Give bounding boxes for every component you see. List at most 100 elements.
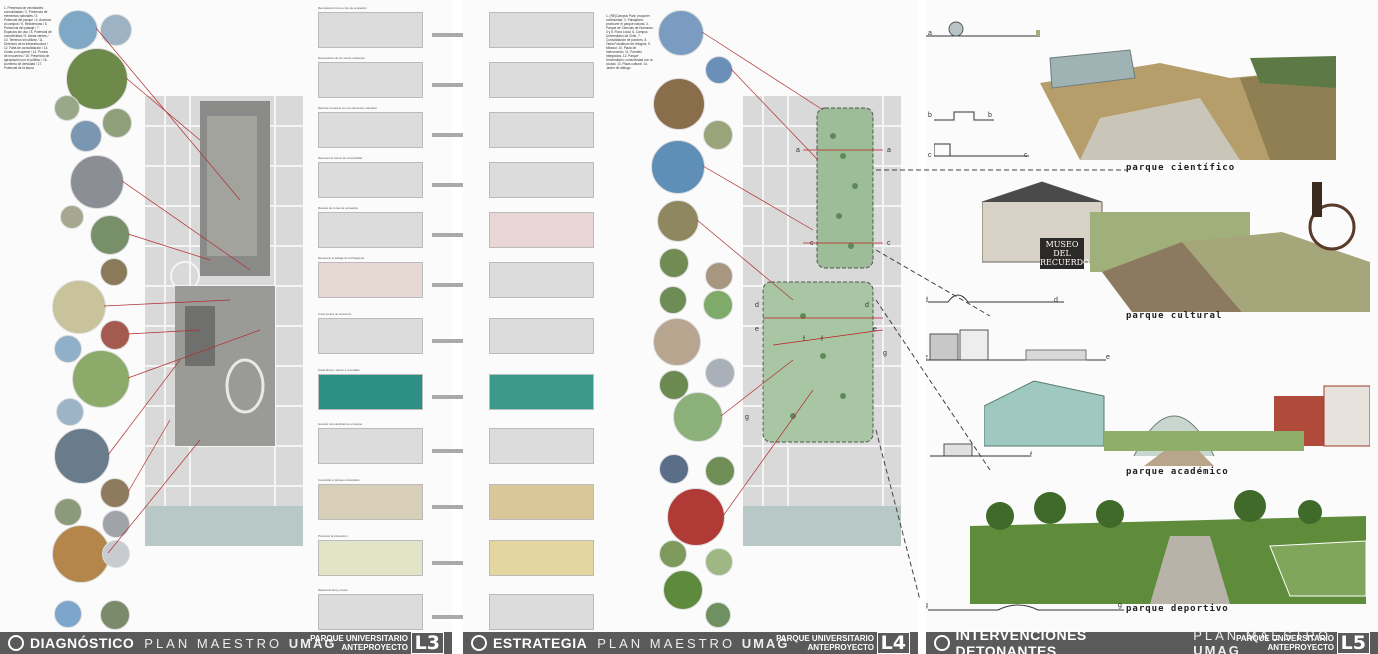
sheet-number: L3 [410,632,444,654]
section-mark: e [873,326,877,333]
photo-circle [52,525,110,583]
photo-circle [54,498,82,526]
umag-logo-icon [8,635,24,651]
section-mark: a [887,147,891,154]
section-mark: c [887,240,891,247]
thumb-map [489,374,594,410]
parque-label: parque académico [1126,467,1229,477]
photo-circle [659,248,689,278]
section-mark: e [926,354,928,361]
diagnostico-notes: 1. Presencia de vecindades consolidadas … [4,6,52,70]
section-drawing-f [930,443,1030,457]
section-mark: a [928,30,932,37]
thumb-map [489,62,594,98]
section-mark: d [865,302,869,309]
photo-circle [100,14,132,46]
thumb-map [489,428,594,464]
section-mark: d [1054,297,1058,304]
section-mark: d [755,302,759,309]
photo-circle [54,600,82,628]
photo-circle [705,602,731,628]
photo-circle [56,398,84,426]
section-mark: a [796,147,800,154]
photo-circle [705,456,735,486]
render-parque-deportivo [970,486,1366,604]
plan-title: PLAN MAESTRO UMAG [144,635,337,651]
leader-lines [95,27,261,554]
thumb-caption: Remodela la forma o tipo de ocupación [318,6,367,10]
photo-circle [659,540,687,568]
thumb-map [318,112,423,148]
photo-circle [100,320,130,350]
section-mark: f [803,336,805,343]
estrategia-notes: 1. (RE)Campus Park: proponer continuidad… [606,14,654,70]
panel-title: DIAGNÓSTICO [30,635,135,651]
photo-circle [102,540,130,568]
thumb-map [318,212,423,248]
thumb-map [489,318,594,354]
master-plan-map [743,96,901,546]
section-mark: e [755,326,759,333]
thumb-caption: Retomar los vacíos de conectividad [318,156,363,160]
thumb-map [318,594,423,630]
photo-circle [90,215,130,255]
section-drawing-d [928,294,1064,303]
photo-circle [70,120,102,152]
thumb-map [489,112,594,148]
umag-logo-icon [471,635,487,651]
footer-bar: DIAGNÓSTICO PLAN MAESTRO UMAG PARQUE UNI… [0,632,452,654]
thumb-map [489,12,594,48]
panel-title: ESTRATEGIA [493,635,588,651]
render-parque-academico [984,376,1370,466]
photo-circle [72,350,130,408]
section-mark: b [988,112,992,119]
thumb-caption: Relacionar flora y fauna [318,588,348,592]
photo-circle [703,290,733,320]
section-drawing-b [934,111,994,121]
section-mark: c [928,152,932,159]
sheet-number: L4 [876,632,910,654]
photo-circle [100,478,130,508]
thumb-map [318,484,423,520]
panel-title: INTERVENCIONES DETONANTES [955,627,1087,654]
parque-label: parque deportivo [1126,604,1229,614]
photo-circle [659,286,687,314]
footer-bar: ESTRATEGIA PLAN MAESTRO UMAG PARQUE UNIV… [463,632,918,654]
section-mark: g [926,602,928,609]
thumb-map [489,594,594,630]
thumb-map [489,212,594,248]
thumb-map [318,428,423,464]
thumb-map [318,262,423,298]
aerial-map-diagnostico [145,96,303,546]
section-mark: g [745,414,749,421]
photo-circle [58,10,98,50]
photo-circle [653,78,705,130]
section-mark: f [821,336,823,343]
thumb-caption: Reforzar el parque con los elementos nat… [318,106,377,110]
photo-circle [54,335,82,363]
parque-label: parque cultural [1126,311,1223,321]
thumb-caption: Áreas libres y vacíos a consolidar [318,368,360,372]
plan-title: PLAN MAESTRO UMAG [597,635,790,651]
section-mark: c [810,240,814,247]
photo-circle [705,548,733,576]
photo-circle [657,200,699,242]
photo-circle [673,392,723,442]
photo-circle [703,120,733,150]
photo-circle [52,280,106,334]
photo-circle [659,454,689,484]
photo-circle [100,258,128,286]
photo-circle [705,56,733,84]
thumb-caption: Rescate de zonas de recreación [318,206,359,210]
panel-intervenciones: a a b b c c parque científico [926,0,1378,654]
thumb-map [489,162,594,198]
thumb-caption: Recuperar el paisaje de la Patagonia [318,256,364,260]
photo-circle [705,262,733,290]
leader-lines [696,31,884,517]
section-mark: d [926,297,928,304]
photo-circle [663,570,703,610]
section-mark: g [1118,602,1122,609]
section-drawing-c [934,143,1029,157]
